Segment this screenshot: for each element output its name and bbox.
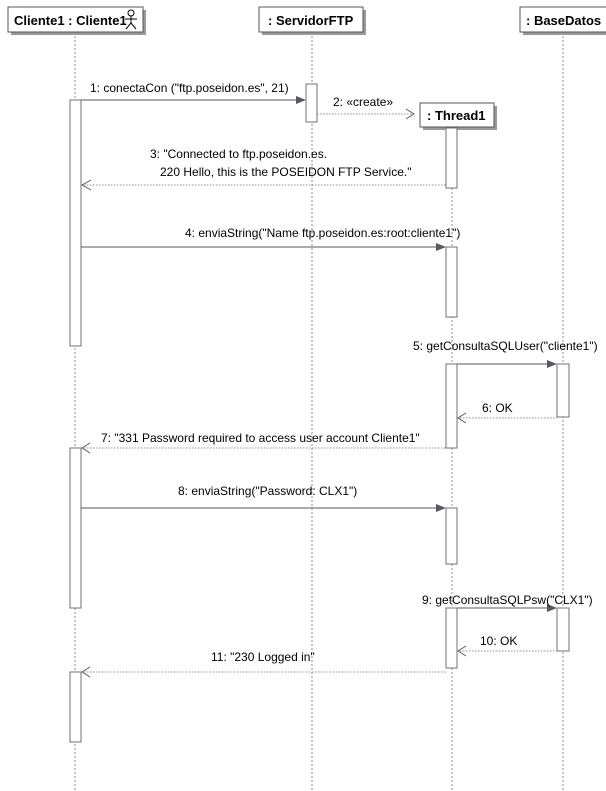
lifeline-header-basedatos[interactable]: : BaseDatos <box>519 6 606 35</box>
message-4[interactable]: 4: enviaString("Name ftp.poseidon.es:roo… <box>81 226 460 251</box>
message-label: 4: enviaString("Name ftp.poseidon.es:roo… <box>185 226 460 240</box>
message-5[interactable]: 5: getConsultaSQLUser("cliente1") <box>413 339 598 368</box>
message-label: 5: getConsultaSQLUser("cliente1") <box>413 339 598 353</box>
message-label: 1: conectaCon ("ftp.poseidon.es", 21) <box>90 81 289 95</box>
activation-bar-cliente1 <box>69 447 82 609</box>
lifeline-header-cliente1[interactable]: Cliente1 : Cliente1 <box>7 6 146 35</box>
lifeline-title-servidorftp: : ServidorFTP <box>268 13 354 28</box>
message-3[interactable]: 3: "Connected to ftp.poseidon.es. 220 He… <box>80 147 446 191</box>
message-6[interactable]: 6: OK <box>457 401 557 424</box>
message-label: 2: «create» <box>333 95 393 109</box>
activation-bar-thread1 <box>445 363 458 449</box>
activation-bar-servidorftp <box>305 83 318 123</box>
activation-bar-thread1 <box>445 127 458 189</box>
message-10[interactable]: 10: OK <box>457 634 557 657</box>
message-label: 9: getConsultaSQLPsw("CLX1") <box>422 593 593 607</box>
message-label: 11: "230 Logged in" <box>211 650 315 664</box>
message-1[interactable]: 1: conectaCon ("ftp.poseidon.es", 21) <box>81 81 306 104</box>
message-label: 220 Hello, this is the POSEIDON FTP Serv… <box>160 165 411 179</box>
message-7[interactable]: 7: "331 Password required to access user… <box>81 431 446 454</box>
message-2[interactable]: 2: «create» <box>317 95 415 120</box>
message-label: 8: enviaString("Password: CLX1") <box>178 484 357 498</box>
activation-bar-thread1 <box>445 607 458 669</box>
lifeline-title-thread1: : Thread1 <box>427 108 486 123</box>
message-9[interactable]: 9: getConsultaSQLPsw("CLX1") <box>422 593 593 612</box>
activation-bar-thread1 <box>445 246 458 318</box>
lifeline-header-thread1[interactable]: : Thread1 <box>419 102 497 130</box>
message-label: 7: "331 Password required to access user… <box>101 431 420 445</box>
message-11[interactable]: 11: "230 Logged in" <box>81 650 446 678</box>
message-label: 10: OK <box>480 634 517 648</box>
activation-bar-thread1 <box>445 507 458 565</box>
lifeline-title-cliente1: Cliente1 : Cliente1 <box>14 13 127 28</box>
message-label: 6: OK <box>482 401 513 415</box>
actor-icon <box>125 9 137 30</box>
message-label: 3: "Connected to ftp.poseidon.es. <box>150 147 327 161</box>
lifeline-title-basedatos: : BaseDatos <box>526 13 601 28</box>
activation-bar-cliente1 <box>69 99 82 347</box>
lifeline-header-servidorftp[interactable]: : ServidorFTP <box>258 6 366 35</box>
activation-bar-cliente1 <box>69 671 82 743</box>
activation-bar-basedatos <box>556 607 570 652</box>
activation-bar-basedatos <box>556 363 570 418</box>
message-8[interactable]: 8: enviaString("Password: CLX1") <box>81 484 446 512</box>
